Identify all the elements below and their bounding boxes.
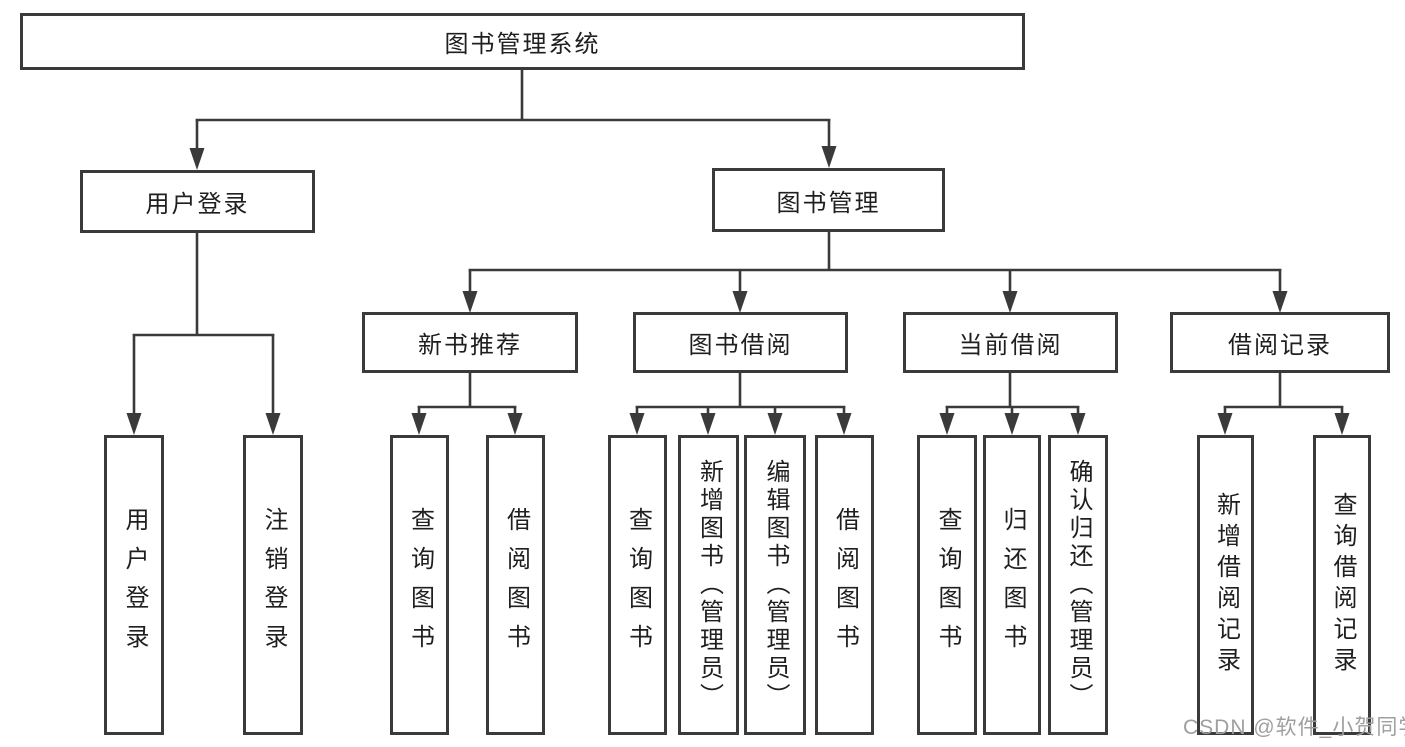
connector-new-book-rec-to-leaves: [411, 373, 523, 435]
node-current-borrow-label: 当前借阅: [958, 332, 1063, 359]
node-new-book-rec-label: 新书推荐: [418, 332, 522, 359]
node-current-borrow: 当前借阅: [903, 312, 1118, 373]
leaf-current-query-books-label: 查询图书: [934, 507, 961, 663]
leaf-rec-query-books-label: 查询图书: [406, 507, 434, 663]
node-book-mgmt: 图书管理: [712, 168, 945, 232]
connector-book-borrow-to-leaves: [629, 373, 852, 435]
watermark: CSDN @软件_小贺同学: [1183, 716, 1405, 739]
leaf-logout: 注销登录: [243, 435, 303, 735]
arrowhead: [126, 413, 142, 435]
arrowhead: [767, 413, 783, 435]
leaf-borrow-add-books: 新增图书（管理员）: [678, 435, 739, 735]
connector-user-login-to-leaves: [126, 233, 281, 435]
leaf-records-query-record: 查询借阅记录: [1313, 435, 1371, 735]
node-root-system-label: 图书管理系统: [444, 31, 601, 58]
arrowhead: [507, 413, 523, 435]
arrowhead: [732, 291, 748, 313]
leaf-current-query-books: 查询图书: [917, 435, 977, 735]
node-user-login: 用户登录: [80, 170, 315, 233]
leaf-current-confirm-return-label: 确认归还（管理员）: [1065, 459, 1092, 711]
leaf-borrow-query-books-label: 查询图书: [624, 507, 652, 663]
leaf-records-add-record: 新增借阅记录: [1197, 435, 1254, 735]
leaf-records-query-record-label: 查询借阅记录: [1329, 492, 1356, 678]
arrowhead: [189, 148, 205, 170]
leaf-borrow-edit-books: 编辑图书（管理员）: [744, 435, 806, 735]
node-book-borrow: 图书借阅: [633, 312, 848, 373]
leaf-borrow-add-books-label: 新增图书（管理员）: [695, 459, 723, 711]
arrowhead: [939, 413, 955, 435]
arrowhead: [700, 413, 716, 435]
node-root-system: 图书管理系统: [20, 13, 1025, 70]
arrowhead: [1002, 291, 1018, 313]
node-borrow-records: 借阅记录: [1170, 312, 1390, 373]
leaf-borrow-query-books: 查询图书: [608, 435, 667, 735]
leaf-borrow-borrow-books-label: 借阅图书: [831, 507, 859, 663]
leaf-user-login-label: 用户登录: [121, 507, 148, 663]
leaf-rec-borrow-books-label: 借阅图书: [502, 507, 530, 663]
connector-root-to-level2: [189, 70, 837, 170]
arrowhead: [265, 413, 281, 435]
leaf-rec-borrow-books: 借阅图书: [486, 435, 545, 735]
leaf-borrow-edit-books-label: 编辑图书（管理员）: [762, 459, 789, 711]
arrowhead: [1217, 413, 1233, 435]
leaf-current-return-books-label: 归还图书: [999, 507, 1026, 663]
node-book-mgmt-label: 图书管理: [776, 189, 881, 217]
node-new-book-rec: 新书推荐: [362, 312, 578, 373]
connector-book-mgmt-to-level3: [462, 232, 1288, 313]
leaf-user-login: 用户登录: [104, 435, 164, 735]
arrowhead: [1272, 291, 1288, 313]
arrowhead: [629, 413, 645, 435]
arrowhead: [1334, 413, 1350, 435]
leaf-rec-query-books: 查询图书: [390, 435, 449, 735]
connector-borrow-records-to-leaves: [1217, 373, 1350, 435]
node-book-borrow-label: 图书借阅: [688, 332, 793, 359]
arrowhead: [1004, 413, 1020, 435]
arrowhead: [462, 291, 478, 313]
leaf-records-add-record-label: 新增借阅记录: [1212, 492, 1240, 678]
leaf-borrow-borrow-books: 借阅图书: [815, 435, 874, 735]
arrowhead: [1070, 413, 1086, 435]
node-user-login-label: 用户登录: [145, 191, 250, 218]
leaf-logout-label: 注销登录: [260, 507, 287, 663]
leaf-current-return-books: 归还图书: [983, 435, 1041, 735]
leaf-current-confirm-return: 确认归还（管理员）: [1048, 435, 1108, 735]
arrowhead: [836, 413, 852, 435]
arrowhead: [411, 413, 427, 435]
arrowhead: [821, 146, 837, 168]
node-borrow-records-label: 借阅记录: [1228, 332, 1332, 359]
connector-current-borrow-to-leaves: [939, 373, 1086, 435]
